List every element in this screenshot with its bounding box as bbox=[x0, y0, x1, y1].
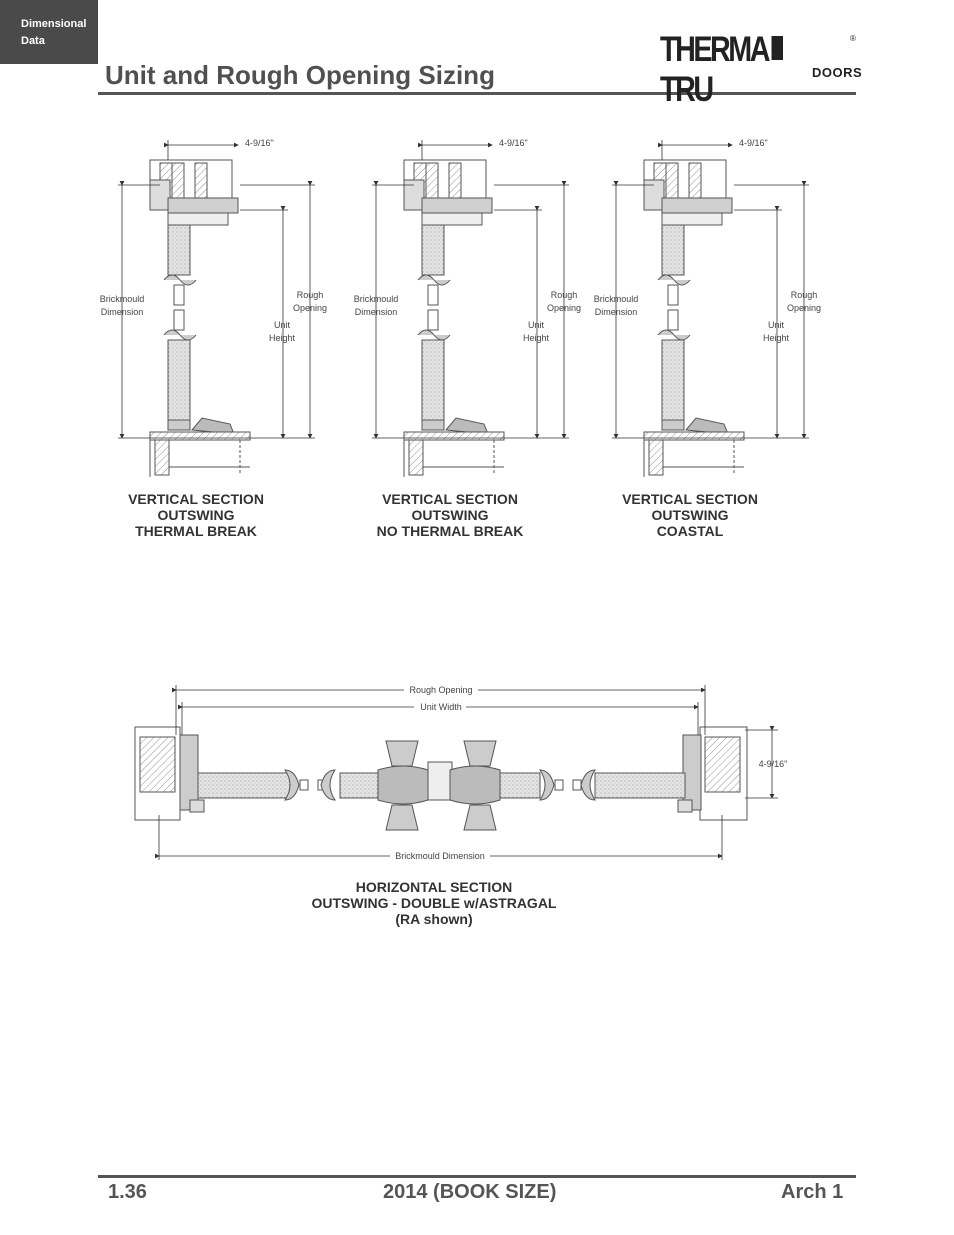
section-tab-line1: Dimensional bbox=[21, 18, 87, 30]
rough-label-1a: Rough bbox=[297, 290, 324, 300]
unit-label-3b: Height bbox=[763, 333, 790, 343]
vertical-section-thermal-break bbox=[149, 159, 251, 478]
offset-label-1: 4-9/16" bbox=[245, 138, 274, 148]
logo-subtitle: DOORS bbox=[812, 65, 863, 80]
brickmould-label-1b: Dimension bbox=[101, 307, 144, 317]
brickmould-label-3b: Dimension bbox=[595, 307, 638, 317]
vertical-section-no-thermal-break bbox=[403, 159, 505, 478]
vertical-section-coastal bbox=[643, 159, 745, 478]
page-title: Unit and Rough Opening Sizing bbox=[105, 60, 495, 90]
rough-opening-label: Rough Opening bbox=[409, 685, 472, 695]
rough-label-2b: Opening bbox=[547, 303, 581, 313]
rough-label-2a: Rough bbox=[551, 290, 578, 300]
brickmould-label-2a: Brickmould bbox=[354, 294, 399, 304]
offset-label-3: 4-9/16" bbox=[739, 138, 768, 148]
section-tab-line2: Data bbox=[21, 35, 45, 47]
horizontal-offset-label: 4-9/16" bbox=[759, 759, 788, 769]
unit-label-2a: Unit bbox=[528, 320, 545, 330]
logo-wordmark: THERMATRU bbox=[660, 30, 824, 110]
dimension-lines-1 bbox=[118, 140, 315, 439]
section-tab: Dimensional Data bbox=[0, 0, 98, 64]
brickmould-label-1a: Brickmould bbox=[100, 294, 145, 304]
footer-rule bbox=[98, 1175, 856, 1178]
edition-label: 2014 (BOOK SIZE) bbox=[383, 1181, 557, 1203]
horizontal-section-drawing bbox=[134, 726, 748, 831]
brickmould-label-2b: Dimension bbox=[355, 307, 398, 317]
header-rule bbox=[98, 92, 856, 95]
unit-label-3a: Unit bbox=[768, 320, 785, 330]
caption-thermal-break: VERTICAL SECTION OUTSWING THERMAL BREAK bbox=[128, 491, 264, 539]
dimension-lines-3 bbox=[612, 140, 809, 439]
unit-label-2b: Height bbox=[523, 333, 550, 343]
rough-label-1b: Opening bbox=[293, 303, 327, 313]
page-number: 1.36 bbox=[108, 1181, 147, 1203]
series-label: Arch 1 bbox=[781, 1181, 844, 1203]
rough-label-3b: Opening bbox=[787, 303, 821, 313]
caption-horizontal-section: HORIZONTAL SECTION OUTSWING - DOUBLE w/A… bbox=[311, 879, 557, 927]
brickmould-dimension-label: Brickmould Dimension bbox=[395, 851, 485, 861]
rough-label-3a: Rough bbox=[791, 290, 818, 300]
unit-width-label: Unit Width bbox=[420, 702, 462, 712]
horizontal-dimension-lines bbox=[155, 685, 778, 860]
brickmould-label-3a: Brickmould bbox=[594, 294, 639, 304]
unit-label-1a: Unit bbox=[274, 320, 291, 330]
caption-coastal: VERTICAL SECTION OUTSWING COASTAL bbox=[622, 491, 758, 539]
unit-label-1b: Height bbox=[269, 333, 296, 343]
caption-no-thermal-break: VERTICAL SECTION OUTSWING NO THERMAL BRE… bbox=[376, 491, 524, 539]
dimension-lines-2 bbox=[372, 140, 569, 439]
logo-registered-mark: ® bbox=[850, 34, 856, 43]
therma-tru-logo: THERMATRU ® DOORS bbox=[660, 30, 863, 109]
offset-label-2: 4-9/16" bbox=[499, 138, 528, 148]
